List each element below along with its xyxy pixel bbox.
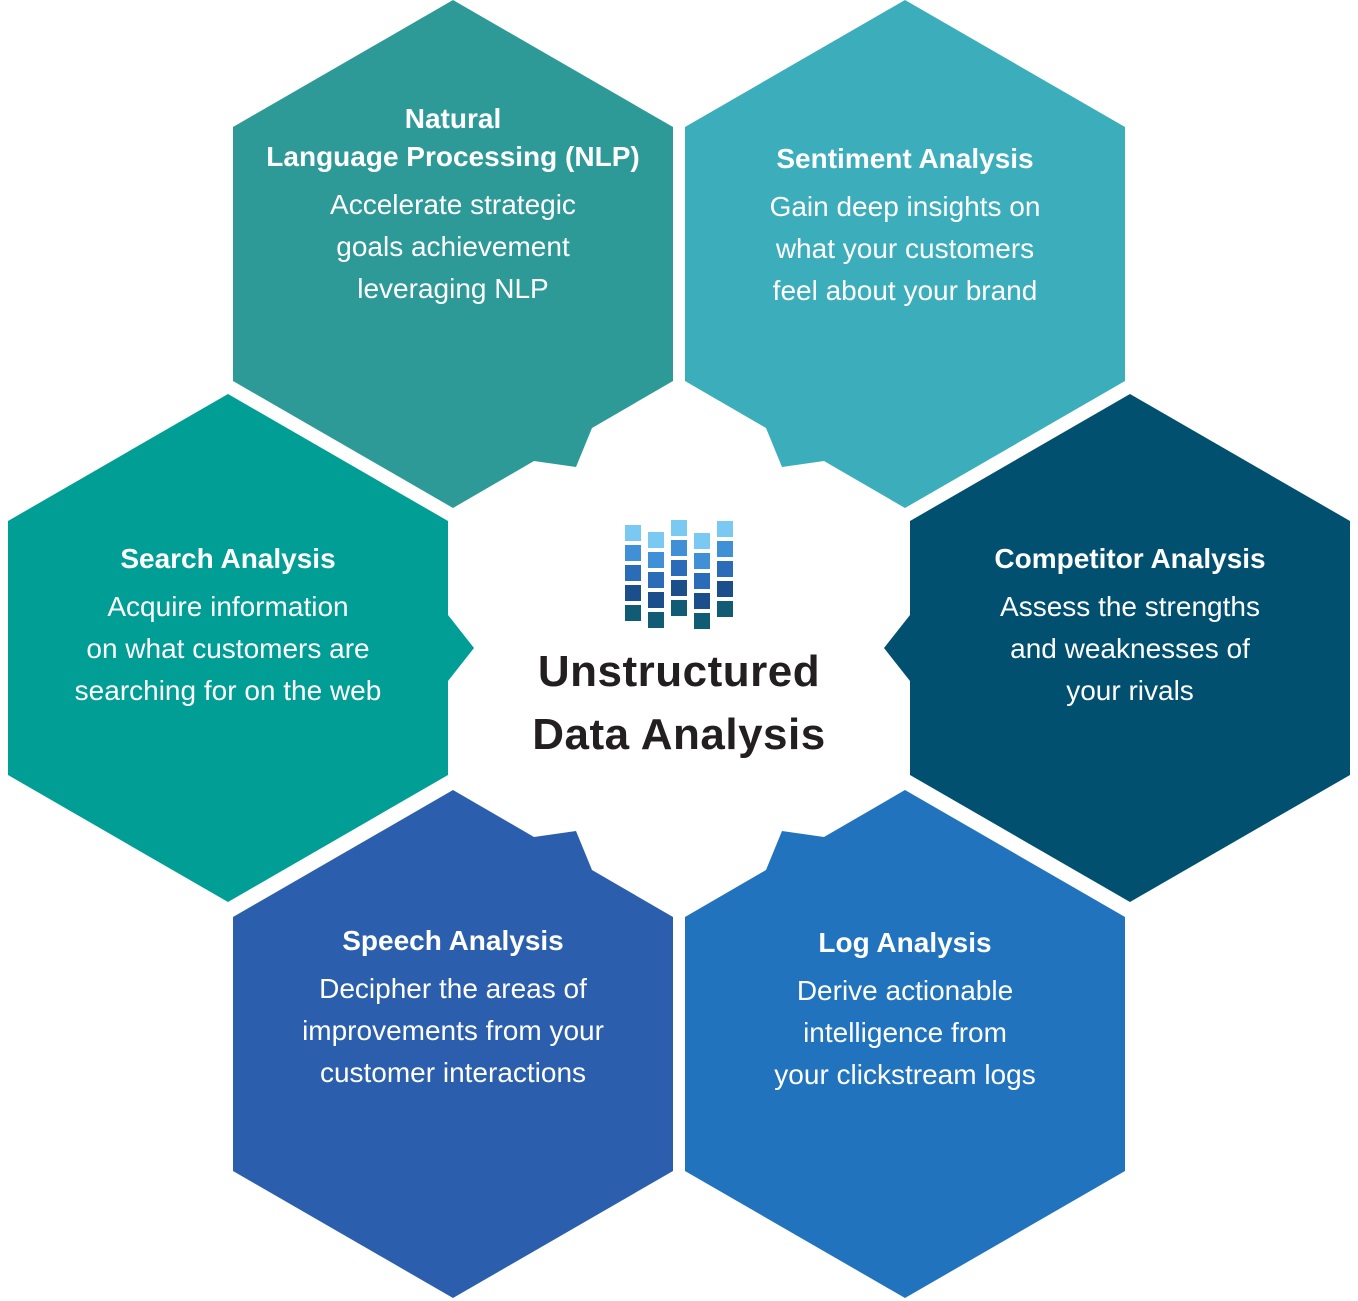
logo-square xyxy=(671,540,687,556)
logo-square xyxy=(671,600,687,616)
logo-column xyxy=(625,525,641,621)
logo-square xyxy=(625,605,641,621)
logo-square xyxy=(717,601,733,617)
logo-column xyxy=(694,533,710,629)
logo-square xyxy=(694,553,710,569)
logo-square xyxy=(694,593,710,609)
logo-square xyxy=(648,552,664,568)
logo-square xyxy=(671,580,687,596)
logo-square xyxy=(717,581,733,597)
logo-column xyxy=(717,521,733,617)
logo-square xyxy=(694,573,710,589)
hexagon-speech xyxy=(233,790,673,1298)
logo-square xyxy=(625,585,641,601)
logo-square xyxy=(625,565,641,581)
logo-square xyxy=(717,541,733,557)
logo-square xyxy=(717,561,733,577)
logo-square xyxy=(648,592,664,608)
logo-column xyxy=(671,520,687,616)
logo-square xyxy=(694,613,710,629)
logo-square xyxy=(648,532,664,548)
center-title-line: Unstructured xyxy=(537,647,821,696)
center-title: Unstructured Data Analysis xyxy=(459,640,899,766)
logo-square xyxy=(717,521,733,537)
logo-square xyxy=(648,572,664,588)
hexagon-sentiment xyxy=(685,0,1125,508)
logo-square xyxy=(648,612,664,628)
hexagon-search xyxy=(8,394,474,902)
logo-square xyxy=(694,533,710,549)
logo-square xyxy=(625,545,641,561)
logo-square xyxy=(671,560,687,576)
hexagon-log xyxy=(685,790,1125,1298)
hexagon-competitor xyxy=(884,394,1350,902)
logo-column xyxy=(648,532,664,628)
logo-square xyxy=(671,520,687,536)
bar-chart-logo-icon xyxy=(625,520,733,629)
logo-square xyxy=(625,525,641,541)
center-title-line: Data Analysis xyxy=(532,710,826,759)
hexagon-nlp xyxy=(233,0,673,508)
